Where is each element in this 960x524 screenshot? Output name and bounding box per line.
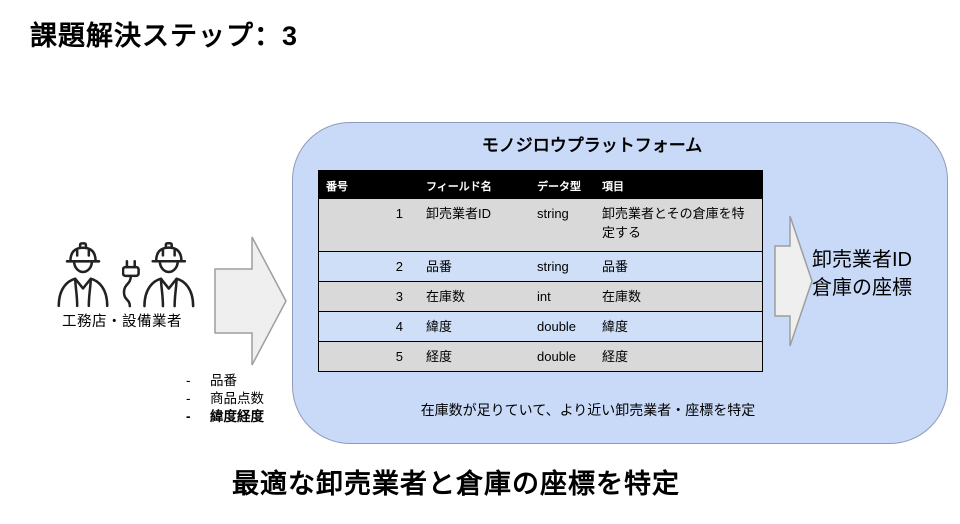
construction-worker-icon: [52, 234, 114, 308]
cell-no: 5: [395, 349, 403, 364]
output-line: 倉庫の座標: [812, 277, 912, 299]
cell-no: 1: [395, 206, 403, 221]
platform-title: モノジロウプラットフォーム: [481, 136, 703, 155]
table-row: 1 卸売業者ID string 卸売業者とその倉庫を特定する: [319, 198, 762, 251]
table-row: 5 経度 double 経度: [319, 341, 762, 371]
cell-item: 経度: [602, 349, 629, 364]
cell-type: string: [537, 259, 569, 274]
cell-type: string: [537, 206, 569, 221]
list-item: - 商品点数: [186, 390, 264, 408]
output-line: 卸売業者ID: [812, 249, 912, 271]
table-row: 4 緯度 double 緯度: [319, 311, 762, 341]
cell-item: 品番: [602, 259, 629, 274]
cell-type: double: [537, 319, 577, 334]
header-no: 番号: [326, 181, 348, 193]
schema-table: 番号 フィールド名 データ型 項目 1 卸売業者ID string 卸売業者とそ…: [318, 170, 763, 372]
cell-item: 卸売業者とその倉庫を特定する: [602, 206, 745, 240]
input-list: - 品番 - 商品点数 - 緯度経度: [186, 372, 264, 426]
cell-no: 3: [395, 289, 403, 304]
list-item: - 緯度経度: [186, 408, 264, 426]
bullet-dash: -: [186, 373, 191, 388]
output-text: 卸売業者ID 倉庫の座標: [812, 246, 912, 302]
slide-caption: 最適な卸売業者と倉庫の座標を特定: [232, 469, 680, 499]
cell-no: 2: [395, 259, 403, 274]
cell-type: int: [537, 289, 551, 304]
input-item-label: 品番: [210, 373, 237, 388]
cell-field: 卸売業者ID: [426, 206, 492, 221]
block-arrow-right-icon: [214, 235, 288, 372]
cell-item: 緯度: [602, 319, 629, 334]
table-header-row: 番号 フィールド名 データ型 項目: [319, 171, 762, 198]
block-arrow-right-icon: [774, 214, 814, 353]
actors-label: 工務店・設備業者: [62, 314, 182, 330]
table-row: 2 品番 string 品番: [319, 251, 762, 281]
actors-group: [52, 234, 195, 308]
input-item-label: 商品点数: [210, 391, 264, 406]
plug-icon: [122, 259, 140, 308]
cell-field: 緯度: [426, 319, 453, 334]
cell-field: 在庫数: [426, 289, 466, 304]
header-type: データ型: [537, 181, 581, 193]
input-item-label: 緯度経度: [210, 409, 264, 424]
platform-note: 在庫数が足りていて、より近い卸売業者・座標を特定: [420, 402, 756, 418]
cell-field: 品番: [426, 259, 453, 274]
electrician-worker-icon: [122, 234, 200, 308]
cell-no: 4: [395, 319, 403, 334]
bullet-dash: -: [186, 391, 191, 406]
header-item: 項目: [602, 181, 624, 193]
page-title: 課題解決ステップ：3: [30, 21, 299, 51]
cell-type: double: [537, 349, 577, 364]
bullet-dash: -: [186, 409, 191, 424]
table-row: 3 在庫数 int 在庫数: [319, 281, 762, 311]
cell-field: 経度: [426, 349, 453, 364]
list-item: - 品番: [186, 372, 264, 390]
cell-item: 在庫数: [602, 289, 642, 304]
header-field: フィールド名: [426, 181, 492, 193]
